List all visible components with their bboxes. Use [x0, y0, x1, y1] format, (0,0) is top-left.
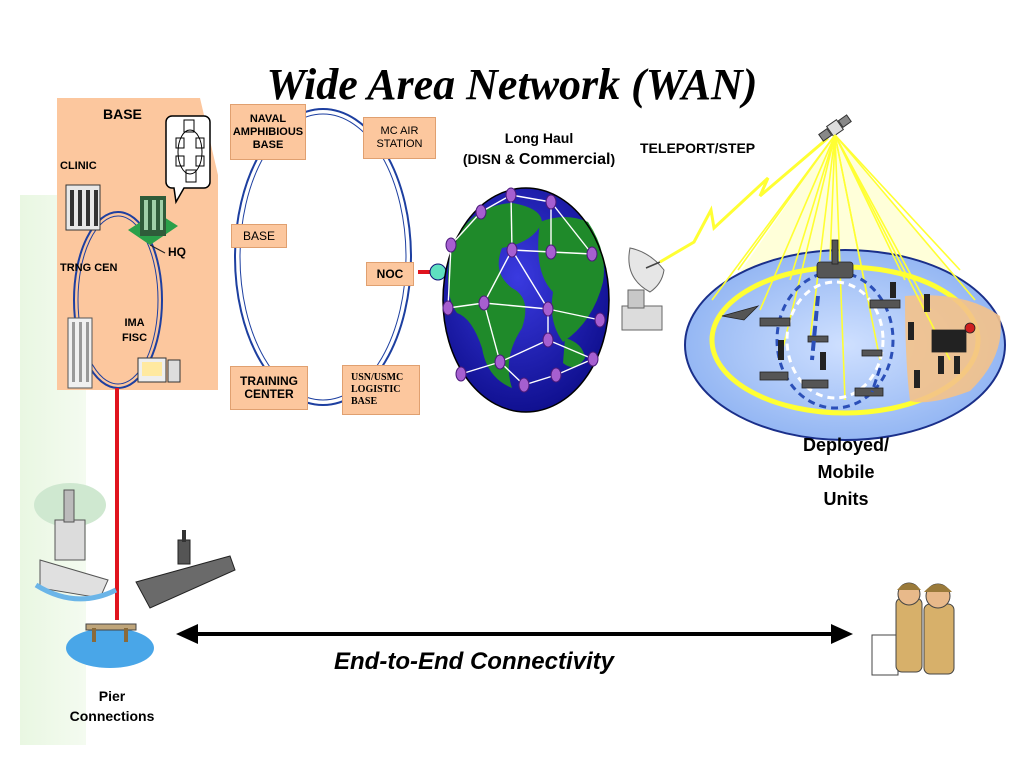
satellite-dish-icon: [621, 247, 665, 331]
hq-label: HQ: [168, 245, 186, 259]
long-haul-label: Long Haul (DISN & Commercial): [462, 130, 616, 168]
uplink-beam: [659, 136, 829, 264]
building-icon: [67, 317, 93, 389]
ship-icon: [801, 379, 829, 389]
soldier-icon: [908, 322, 914, 340]
aircraft-carrier-icon: [135, 530, 236, 609]
aircraft-icon: [721, 305, 760, 321]
ship-icon: [759, 317, 791, 327]
satellite-icon: [818, 114, 852, 142]
noc-node: NOC: [366, 262, 414, 286]
aircraft-icon: [861, 349, 883, 357]
trng-cen-label: TRNG CEN: [60, 262, 118, 274]
base-panel: [57, 98, 218, 390]
ship-icon: [831, 239, 839, 265]
deployed-mobile-units-label: Deployed/ Mobile Units: [802, 435, 890, 509]
clinic-label: CLINIC: [60, 160, 97, 172]
vehicle-icon: [931, 329, 967, 353]
pier-connections-label: Pier Connections: [69, 688, 155, 724]
soldiers-icon: [871, 582, 955, 676]
base-network-ring: [234, 108, 412, 406]
base-node: BASE: [231, 224, 287, 248]
building-icon: [128, 196, 178, 245]
soldier-icon: [820, 352, 826, 370]
page-title: Wide Area Network (WAN): [266, 60, 758, 110]
deployed-area: [684, 134, 1006, 441]
ship-icon: [869, 299, 901, 309]
globe-icon: [442, 187, 610, 413]
soldier-icon: [890, 282, 896, 298]
ship-icon: [854, 387, 884, 397]
computer-icon: [165, 115, 211, 205]
soldier-icon: [924, 294, 930, 312]
end-to-end-arrow: [176, 624, 853, 644]
soldier-icon: [778, 340, 784, 360]
teleport-label: TELEPORT/STEP: [640, 140, 756, 156]
aircraft-icon: [807, 335, 829, 343]
end-to-end-connectivity-label: End-to-End Connectivity: [334, 648, 614, 675]
ship-icon: [759, 371, 789, 381]
soldier-icon: [954, 356, 960, 374]
ship-icon: [34, 483, 118, 602]
soldier-icon: [914, 370, 920, 388]
hospital-icon: [65, 184, 101, 231]
computer-icon: [137, 357, 181, 383]
ima-fisc-label: IMA FISC: [122, 317, 148, 344]
pier-icon: [66, 623, 154, 668]
base-panel-heading: BASE: [103, 106, 142, 122]
noc-connector: [429, 263, 447, 281]
soldier-icon: [938, 356, 944, 374]
